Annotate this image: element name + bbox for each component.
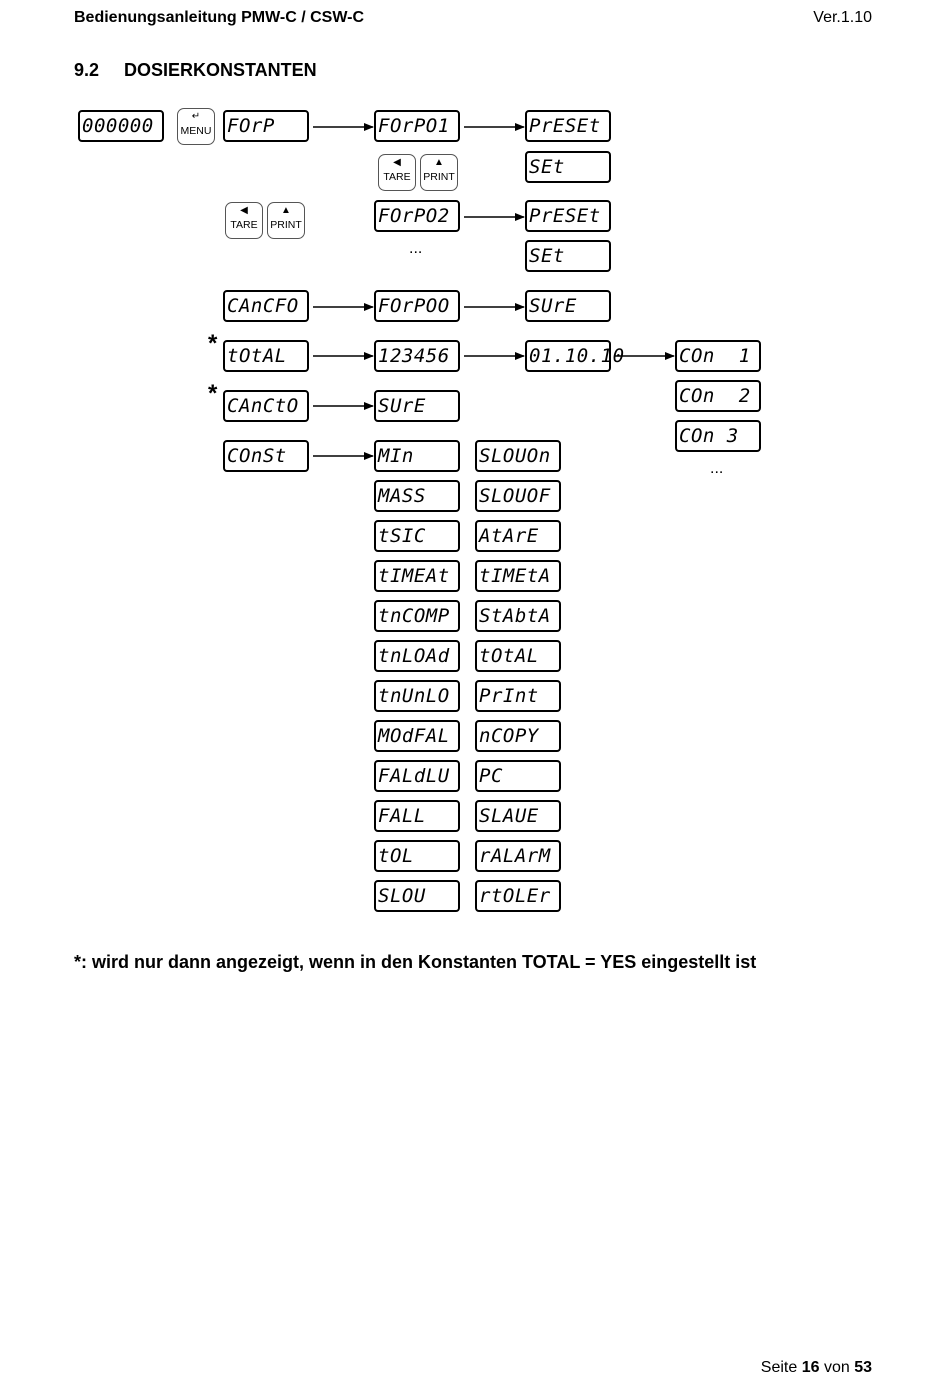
const-item: AtArE [475, 520, 561, 552]
section-number: 9.2 [74, 60, 100, 80]
const-item: FALL [374, 800, 460, 832]
display-forp: FOrP [223, 110, 309, 142]
const-item: tIMEAt [374, 560, 460, 592]
display-con-2: COn 2 [675, 380, 761, 412]
ellipsis-con: ... [710, 460, 724, 477]
display-total-value: 123456 [374, 340, 460, 372]
asterisk-total: * [208, 330, 218, 357]
const-item: nCOPY [475, 720, 561, 752]
up-triangle-icon: ▲ [281, 205, 291, 216]
const-item: rALArM [475, 840, 561, 872]
page-footer: Seite 16 von 53 [761, 1359, 872, 1377]
print-key[interactable]: ▲ PRINT [420, 154, 458, 191]
const-item: MIn [374, 440, 460, 472]
footnote: *: wird nur dann angezeigt, wenn in den … [74, 952, 757, 972]
display-forp00: FOrPOO [374, 290, 460, 322]
display-forp01: FOrPO1 [374, 110, 460, 142]
display-date: 01.10.10 [525, 340, 624, 372]
const-item: PrInt [475, 680, 561, 712]
page-number: 16 [801, 1359, 820, 1376]
const-item: SLOUOn [475, 440, 561, 472]
const-item: tnLOAd [374, 640, 460, 672]
const-item: PC [475, 760, 561, 792]
const-item: SLAUE [475, 800, 561, 832]
left-triangle-icon: ◀ [393, 157, 401, 168]
display-forp02: FOrPO2 [374, 200, 460, 232]
document-version: Ver.1.10 [813, 9, 872, 26]
display-const: COnSt [223, 440, 309, 472]
display-cancfo: CAnCFO [223, 290, 309, 322]
page-middle: von [823, 1359, 850, 1376]
display-cancto: CAnCtO [223, 390, 309, 422]
const-item: rtOLEr [475, 880, 561, 912]
display-preset-2: PrESEt [525, 200, 611, 232]
display-set-2: SEt [525, 240, 611, 272]
ellipsis-programs: ... [409, 240, 423, 257]
display-preset-1: PrESEt [525, 110, 611, 142]
asterisk-cancto: * [208, 380, 218, 407]
display-total: tOtAL [223, 340, 309, 372]
section-heading: 9.2 DOSIERKONSTANTEN [74, 60, 317, 81]
up-triangle-icon: ▲ [434, 157, 444, 168]
display-start: 000000 [78, 110, 164, 142]
const-item: MASS [374, 480, 460, 512]
display-con-1: COn 1 [675, 340, 761, 372]
page-prefix: Seite [760, 1359, 798, 1376]
const-item: tnCOMP [374, 600, 460, 632]
tare-key[interactable]: ◀ TARE [378, 154, 416, 191]
display-sure-2: SUrE [374, 390, 460, 422]
tare-key-2[interactable]: ◀ TARE [225, 202, 263, 239]
const-item: FALdLU [374, 760, 460, 792]
const-item: tOL [374, 840, 460, 872]
section-title: DOSIERKONSTANTEN [124, 60, 317, 80]
const-item: SLOU [374, 880, 460, 912]
const-item: StAbtA [475, 600, 561, 632]
display-set-1: SEt [525, 151, 611, 183]
const-item: SLOUOF [475, 480, 561, 512]
const-item: tSIC [374, 520, 460, 552]
display-sure-1: SUrE [525, 290, 611, 322]
const-item: tOtAL [475, 640, 561, 672]
page-total: 53 [854, 1359, 872, 1376]
enter-arrow-icon: ↵ [191, 111, 201, 122]
document-title: Bedienungsanleitung PMW-C / CSW-C [74, 9, 365, 26]
left-triangle-icon: ◀ [240, 205, 248, 216]
const-item: tIMEtA [475, 560, 561, 592]
const-item: tnUnLO [374, 680, 460, 712]
menu-key[interactable]: ↵ MENU [177, 108, 215, 145]
print-key-2[interactable]: ▲ PRINT [267, 202, 305, 239]
const-item: MOdFAL [374, 720, 460, 752]
display-con-3: COn 3 [675, 420, 761, 452]
